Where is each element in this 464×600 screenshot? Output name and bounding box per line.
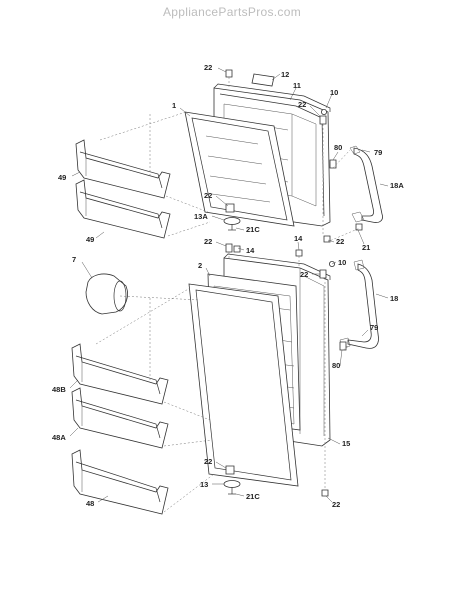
callout-80: 80 — [334, 143, 342, 152]
callout-22: 22 — [204, 191, 212, 200]
callout-22: 22 — [298, 100, 306, 109]
callout-48B: 48B — [52, 385, 66, 394]
upper-door-bin-1 — [75, 139, 171, 199]
callout-7: 7 — [72, 255, 76, 264]
upper-dashed-guides — [99, 77, 361, 243]
callout-22: 22 — [336, 237, 344, 246]
upper-door-cover-12 — [251, 73, 275, 87]
callout-15: 15 — [342, 439, 350, 448]
callout-22: 22 — [204, 457, 212, 466]
upper-door-handle — [349, 145, 383, 223]
callout-22: 22 — [204, 63, 212, 72]
lower-door-gasket — [188, 283, 299, 487]
watermark-text: AppliancePartsPros.com — [163, 5, 301, 19]
callout-10: 10 — [330, 88, 338, 97]
callout-21C: 21C — [246, 225, 260, 234]
callout-14: 14 — [294, 234, 303, 243]
callout-22: 22 — [332, 500, 340, 509]
callout-22: 22 — [204, 237, 212, 246]
callout-49: 49 — [86, 235, 94, 244]
upper-door-inner-liner — [205, 135, 271, 203]
callout-13A: 13A — [194, 212, 208, 221]
callout-12: 12 — [281, 70, 289, 79]
callout-22: 22 — [300, 270, 308, 279]
callout-48A: 48A — [52, 433, 66, 442]
lower-door-bin-48 — [71, 449, 169, 515]
callout-21: 21 — [362, 243, 370, 252]
callout-21C: 21C — [246, 492, 260, 501]
butter-dish-cover-7 — [85, 273, 128, 315]
callout-2: 2 — [198, 261, 202, 270]
callout-80: 80 — [332, 361, 340, 370]
callout-10: 10 — [338, 258, 346, 267]
callout-1: 1 — [172, 101, 176, 110]
lower-door-bin-48B — [71, 343, 169, 405]
lower-door-handle — [339, 259, 379, 349]
callout-14: 14 — [246, 246, 255, 255]
lower-door-bin-48A — [71, 387, 169, 449]
callout-79: 79 — [374, 148, 382, 157]
callout-18: 18 — [390, 294, 398, 303]
callout-18A: 18A — [390, 181, 404, 190]
upper-door-bin-2 — [75, 179, 171, 239]
leader-lines — [69, 67, 389, 503]
callout-49: 49 — [58, 173, 66, 182]
callout-11: 11 — [293, 81, 301, 90]
upper-door-gasket — [184, 111, 295, 227]
callout-48: 48 — [86, 499, 94, 508]
callout-13: 13 — [200, 480, 208, 489]
callout-labels: 22 12 11 10 22 1 80 79 18A 49 49 22 13A … — [52, 63, 404, 509]
lower-dashed-guides — [95, 252, 353, 513]
callout-79: 79 — [370, 323, 378, 332]
